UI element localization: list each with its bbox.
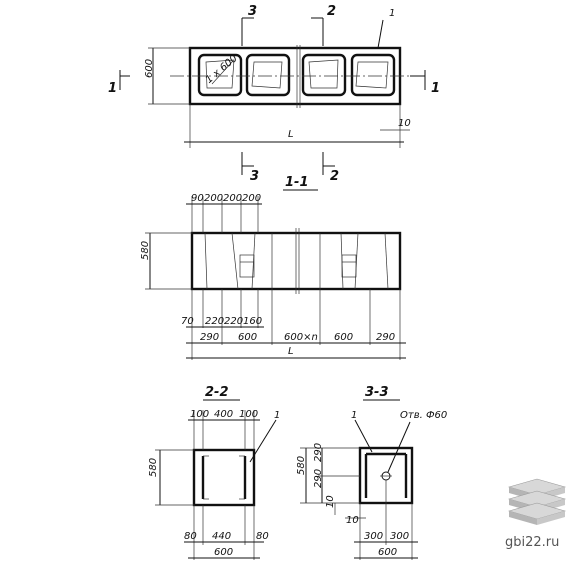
sec33-side-dim-2: 290: [313, 469, 324, 488]
sec33-callout-1: 1: [351, 410, 357, 421]
sec22-bot-dim-3: 80: [256, 531, 269, 542]
sec33-side-dim-1: 290: [313, 443, 324, 462]
sec22-bot-dim-2: 440: [212, 531, 231, 542]
watermark-logo: [507, 478, 567, 525]
elev-bot2-dim-5: 290: [376, 332, 395, 343]
section-1-1: 1-1 580 90 200 200 200: [140, 175, 406, 360]
section-3-3-title: 3-3: [365, 385, 389, 400]
cut-2-top: 2: [327, 4, 336, 19]
section-1-1-title: 1-1: [285, 175, 309, 190]
plan-callout-1: 1: [389, 8, 395, 19]
sec33-height-dim: 580: [296, 456, 307, 475]
sec22-width-dim: 600: [214, 547, 233, 558]
cut-3-top: 3: [248, 4, 257, 19]
cut-1-right: 1: [431, 81, 440, 96]
elev-bot2-dim-3: 600×n: [284, 332, 318, 343]
cut-2-bottom: 2: [330, 169, 339, 184]
elev-bot2-dim-1: 290: [200, 332, 219, 343]
plan-length-dim: L: [288, 129, 294, 140]
elev-top-dim-3: 200: [223, 193, 242, 204]
elev-length-dim: L: [288, 346, 294, 357]
sec33-bottom-offset: 10: [325, 495, 336, 508]
elev-top-dim-4: 200: [242, 193, 261, 204]
elev-top-dim-1: 90: [191, 193, 204, 204]
plan-opening-4: [350, 53, 396, 97]
plan-offset-dim: 10: [398, 118, 411, 129]
elev-height-dim: 580: [140, 241, 151, 260]
sec33-width-dim: 600: [378, 547, 397, 558]
plan-view: 1 х 600 3 2 1 1 1 600 L 10: [108, 4, 440, 184]
sec33-bot-dim-1: 300: [364, 531, 383, 542]
cut-1-left: 1: [108, 81, 117, 96]
elev-bot1-dim-4: 160: [243, 316, 262, 327]
sec33-bottom-small: 10: [346, 515, 359, 526]
plan-diag-label: 1 х 600: [204, 53, 240, 86]
plan-opening-3: [301, 53, 347, 97]
sec22-callout-1: 1: [274, 410, 280, 421]
sec22-bot-dim-1: 80: [184, 531, 197, 542]
elev-bot1-dim-3: 220: [224, 316, 243, 327]
elev-bot2-dim-4: 600: [334, 332, 353, 343]
section-3-3: 3-3 1 Отв. Ф60 580 290 290 10 10 300 30: [296, 385, 447, 560]
sec33-bot-dim-2: 300: [390, 531, 409, 542]
section-2-2-title: 2-2: [205, 385, 229, 400]
sec22-top-dim-3: 100: [239, 409, 258, 420]
elev-bot1-dim-2: 220: [205, 316, 224, 327]
sec22-top-dim-2: 400: [214, 409, 233, 420]
elev-top-dim-2: 200: [204, 193, 223, 204]
section-2-2: 2-2 1 100 400 100 580 80 440 80: [148, 385, 280, 560]
cut-3-bottom: 3: [250, 169, 259, 184]
watermark-text: gbi22.ru: [505, 535, 560, 550]
sec22-outline: [192, 448, 256, 507]
plan-height-dim: 600: [144, 59, 155, 78]
sec33-hole-callout: Отв. Ф60: [400, 410, 447, 421]
plan-opening-2: [245, 53, 291, 97]
plan-opening-1: [197, 53, 243, 97]
sec22-height-dim: 580: [148, 458, 159, 477]
elev-bot1-dim-1: 70: [181, 316, 194, 327]
sec22-top-dim-1: 100: [190, 409, 209, 420]
elev-bot2-dim-2: 600: [238, 332, 257, 343]
